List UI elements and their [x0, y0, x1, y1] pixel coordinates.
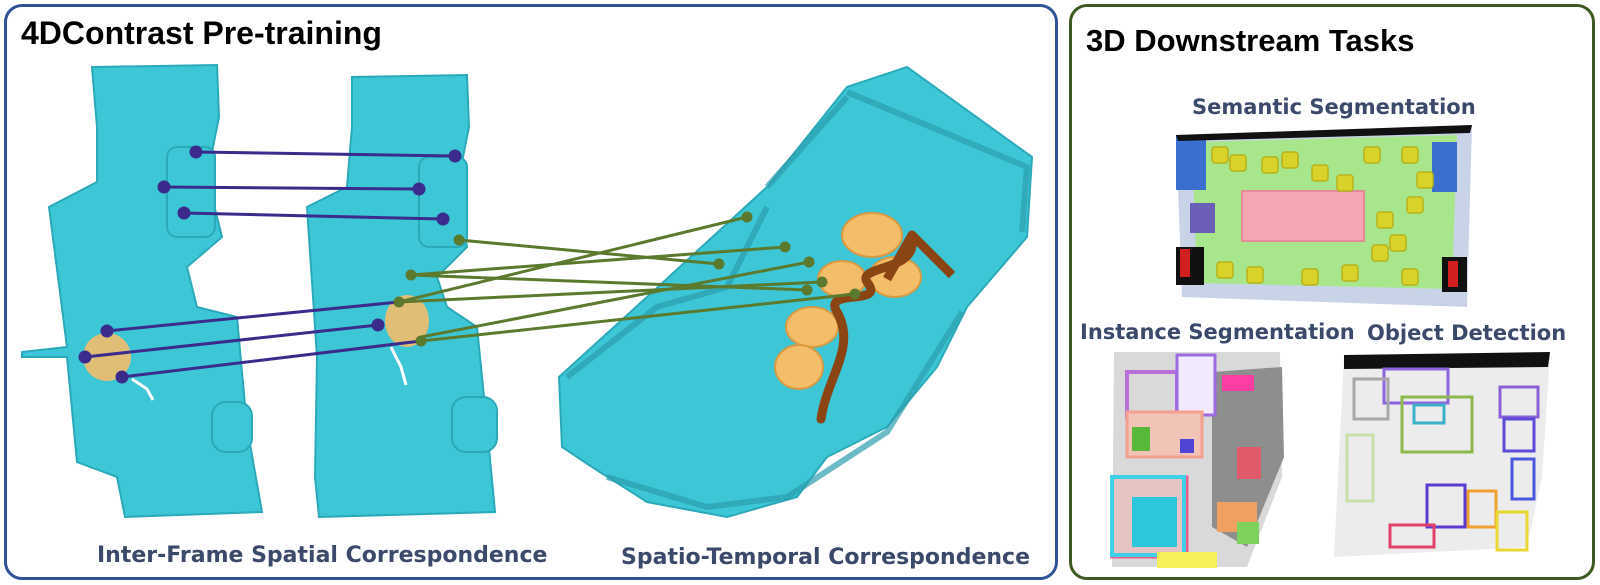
point-cloud-scene-3d: [557, 65, 1034, 519]
temporal-correspondence-lines: [393, 211, 861, 347]
highlight-sofa-3d: [774, 212, 922, 390]
scene-walls: [565, 89, 1031, 511]
semantic-segmentation-scene: [1176, 125, 1472, 307]
downstream-title: 3D Downstream Tasks: [1086, 23, 1415, 58]
caption-object-detection: Object Detection: [1367, 321, 1567, 345]
spatial-correspondence-lines: [78, 145, 462, 384]
caption-spatio-temporal: Spatio-Temporal Correspondence: [621, 545, 1030, 570]
downstream-illustration: [1110, 125, 1550, 568]
crack-frame-2: [389, 346, 408, 386]
downstream-panel: 3D Downstream Tasks Semantic Segmentatio…: [1069, 4, 1595, 580]
object-detection-scene: [1334, 352, 1550, 557]
pretraining-panel: 4DContrast Pre-training: [4, 4, 1058, 580]
caption-inter-frame: Inter-Frame Spatial Correspondence: [97, 543, 548, 568]
pretraining-title: 4DContrast Pre-training: [21, 15, 382, 51]
crack-frame-1: [131, 377, 155, 401]
pretraining-illustration: [21, 63, 1034, 519]
motion-arrow-head: [883, 230, 956, 282]
highlight-object-frame-1: [83, 333, 131, 381]
caption-semantic-segmentation: Semantic Segmentation: [1192, 95, 1476, 119]
caption-instance-segmentation: Instance Segmentation: [1080, 320, 1355, 344]
highlight-object-frame-2: [385, 295, 429, 347]
point-cloud-frame-1: [21, 63, 264, 519]
instance-segmentation-scene: [1110, 352, 1284, 568]
